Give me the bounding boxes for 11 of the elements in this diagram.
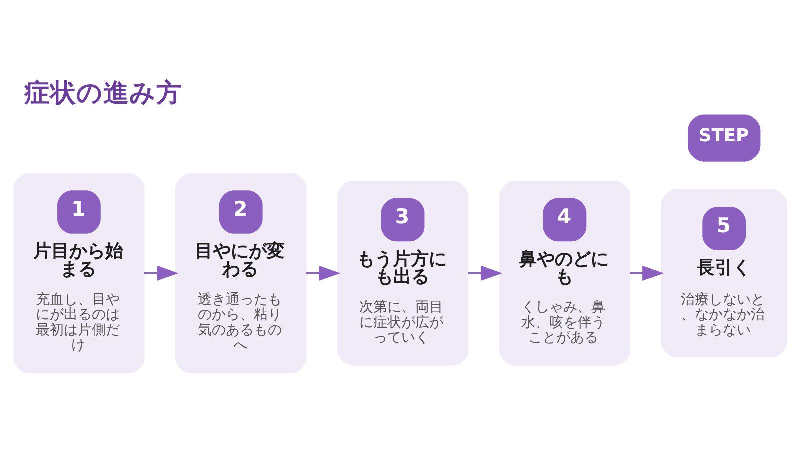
arrow [306,266,340,282]
arrow [630,266,664,282]
node-box: 3 もう片方にも出る 次第に、両目に症状が広がっていく [336,181,468,366]
node-box: 2 目やにが変わる 透き通ったものから、粘り気のあるものへ [174,173,306,374]
arrow [468,266,502,282]
node-box: 5 長引く 治療しないと、なかなか治まらない [660,189,787,358]
label: STEP [698,126,749,147]
diagram-title: 症状の進み方 [24,78,182,108]
node-box: 4 鼻やのどにも くしゃみ、鼻水、咳を伴うことがある [498,181,630,366]
node-box: 1 片目から始まる 充血し、目やにが出るのは最初は片側だけ [13,173,144,374]
arrow [144,266,178,282]
